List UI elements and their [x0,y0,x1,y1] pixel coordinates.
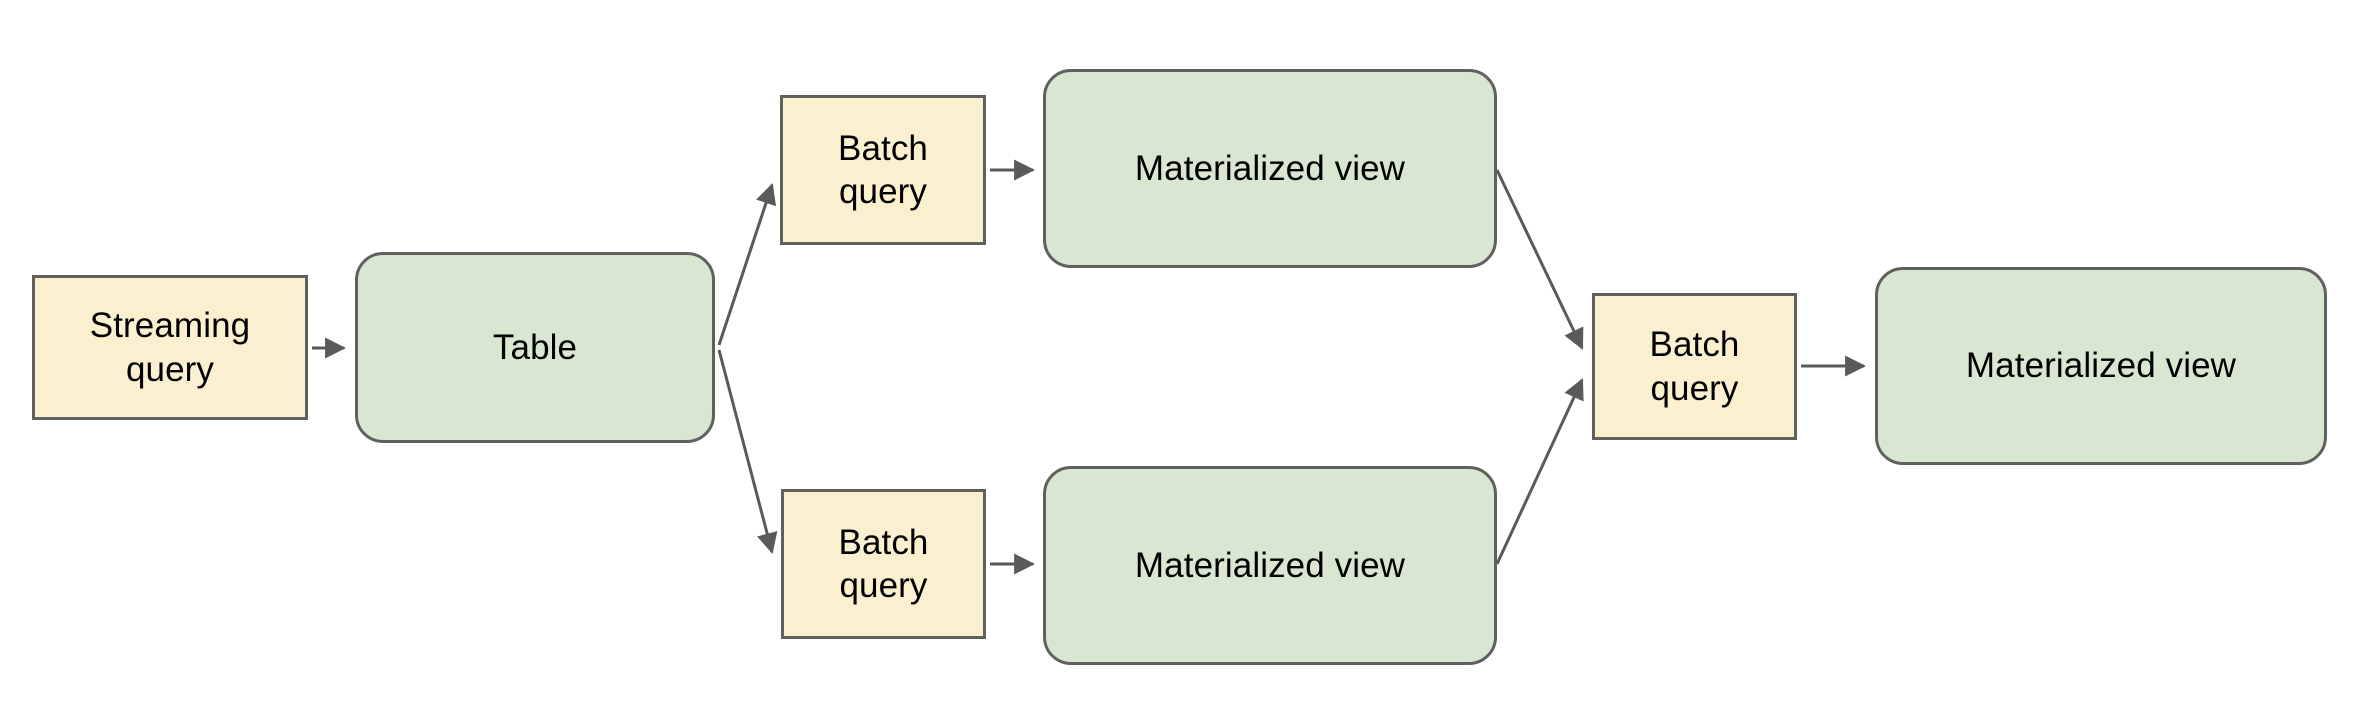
node-materialized-view-right[interactable]: Materialized view [1875,267,2327,465]
node-batch-query-bottom-label: Batch query [838,522,929,605]
node-batch-query-top[interactable]: Batch query [780,95,986,245]
edge-materialized-view-top-to-batch-query-right [1495,169,1584,350]
node-materialized-view-right-label: Materialized view [1965,346,2237,386]
node-materialized-view-top[interactable]: Materialized view [1043,69,1497,268]
node-materialized-view-top-label: Materialized view [1134,148,1406,188]
edge-table-to-batch-query-top [717,183,777,346]
edge-materialized-view-bottom-to-batch-query-right [1495,378,1584,565]
node-streaming-query-label: Streaming query [89,306,251,389]
node-streaming-query[interactable]: Streaming query [32,275,308,420]
node-batch-query-right-label: Batch query [1649,325,1740,408]
node-batch-query-right[interactable]: Batch query [1592,293,1797,440]
edge-table-to-batch-query-bottom [717,349,778,555]
node-batch-query-bottom[interactable]: Batch query [781,489,986,639]
node-materialized-view-bottom[interactable]: Materialized view [1043,466,1497,665]
node-table-label: Table [492,327,578,367]
node-batch-query-top-label: Batch query [838,128,928,211]
node-table[interactable]: Table [355,252,715,443]
node-materialized-view-bottom-label: Materialized view [1134,545,1406,585]
